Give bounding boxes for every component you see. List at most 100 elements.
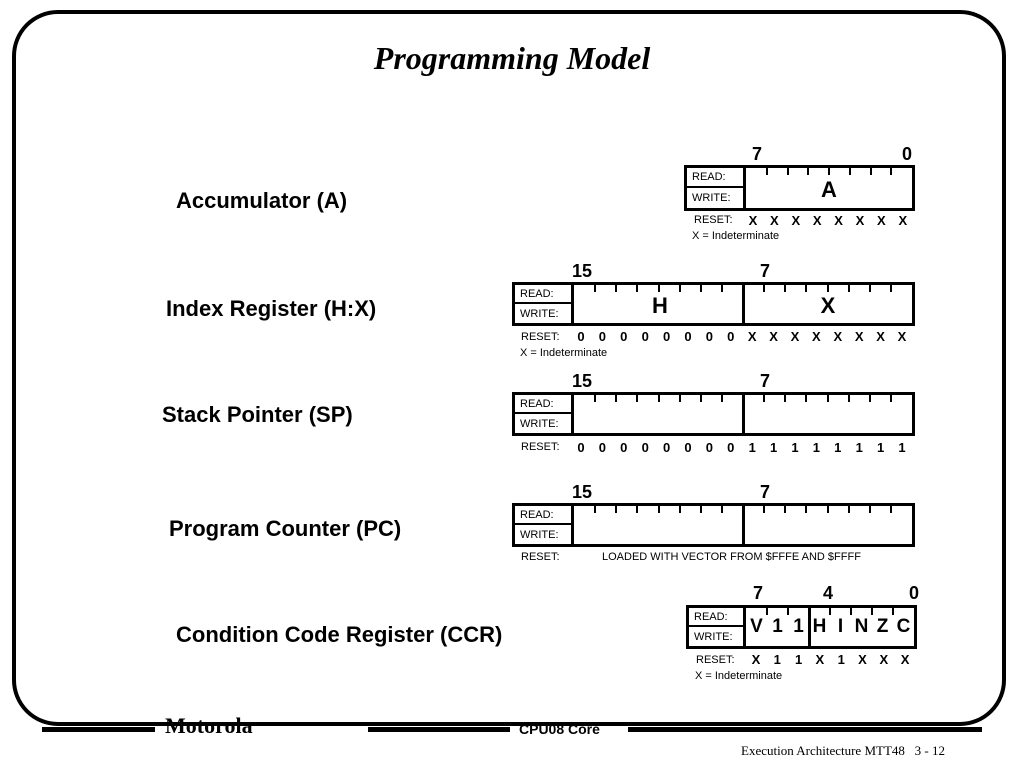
reset-value: X (815, 652, 825, 667)
bit-tick (869, 168, 872, 175)
ccr-flag: N (854, 616, 869, 637)
index-register-label: Index Register (H:X) (166, 296, 377, 321)
bit-tick (720, 285, 723, 292)
pc-reset-text: LOADED WITH VECTOR FROM $FFFE AND $FFFF (602, 551, 861, 563)
sp-register-box (571, 392, 915, 436)
reset-value: X (834, 213, 843, 228)
ccr-bit-4: 4 (822, 583, 834, 603)
reset-value: 1 (834, 440, 842, 455)
bit-tick (868, 395, 871, 402)
reset-value: 0 (641, 329, 649, 344)
bit-tick (847, 285, 850, 292)
bit-tick (657, 506, 660, 513)
footer-core: CPU08 Core (519, 721, 600, 737)
ccr-flag: 1 (772, 616, 783, 637)
bit-tick (594, 285, 597, 292)
reset-value: X (855, 213, 865, 228)
reset-value: 0 (662, 329, 671, 344)
reset-value: X (812, 213, 822, 228)
bit-tick (766, 608, 768, 615)
reset-value: 1 (769, 440, 778, 455)
reset-value: 0 (577, 329, 585, 344)
bit-tick (892, 608, 894, 615)
footer-bar-middle (368, 727, 510, 732)
bit-tick (890, 168, 893, 175)
bit-tick (720, 506, 723, 513)
bit-tick (636, 395, 639, 402)
register-divider (741, 506, 745, 544)
index-read-label: READ: (515, 285, 571, 304)
bit-tick (765, 168, 768, 175)
bit-tick (847, 506, 850, 513)
ccr-rw-box: READ: WRITE: (686, 605, 746, 649)
pc-bit-7: 7 (759, 482, 771, 502)
bit-tick (784, 506, 787, 513)
footer-page-number: 3 - 12 (914, 743, 945, 758)
bit-tick (786, 168, 789, 175)
reset-value: X (748, 213, 758, 228)
bit-tick (657, 395, 660, 402)
accumulator-write-label: WRITE: (692, 192, 731, 204)
bit-tick (636, 285, 639, 292)
bit-tick (805, 285, 808, 292)
reset-value: 1 (773, 652, 781, 667)
reset-value: X (900, 652, 910, 667)
reset-value: 0 (577, 440, 585, 455)
reset-value: X (833, 329, 843, 344)
ccr-write-label: WRITE: (694, 630, 733, 643)
pc-write-label: WRITE: (520, 528, 559, 541)
bit-tick (763, 395, 766, 402)
index-bit-15: 15 (571, 261, 593, 281)
index-bit-7: 7 (759, 261, 771, 281)
ccr-flag: V (750, 616, 763, 637)
bit-tick (889, 285, 892, 292)
index-indeterminate-note: X = Indeterminate (520, 347, 608, 359)
sp-bit-15: 15 (571, 371, 593, 391)
reset-value: X (747, 329, 757, 344)
reset-value: 1 (837, 652, 845, 667)
reset-value: X (858, 652, 867, 667)
reset-value: 0 (705, 329, 714, 344)
program-counter-label: Program Counter (PC) (169, 516, 402, 541)
reset-value: X (790, 329, 800, 344)
register-divider (741, 395, 745, 433)
bit-tick (826, 395, 829, 402)
accumulator-field-a: A (821, 177, 837, 202)
reset-value: X (897, 329, 907, 344)
sp-write-label: WRITE: (520, 417, 559, 430)
bit-tick (850, 608, 852, 615)
reset-value: X (898, 213, 908, 228)
stack-pointer-label: Stack Pointer (SP) (162, 402, 353, 427)
reset-value: 0 (598, 329, 607, 344)
accumulator-indeterminate-note: X = Indeterminate (692, 230, 780, 242)
reset-value: X (751, 652, 761, 667)
bit-tick (868, 506, 871, 513)
sp-read-label: READ: (515, 395, 571, 414)
bit-tick (615, 285, 618, 292)
reset-value: 1 (748, 440, 756, 455)
bit-tick (594, 506, 597, 513)
sp-rw-box: READ: WRITE: (512, 392, 574, 436)
reset-value: 0 (727, 329, 735, 344)
reset-value: X (770, 213, 779, 228)
accumulator-rw-box: READ: WRITE: (684, 165, 746, 211)
bit-tick (699, 395, 702, 402)
reset-value: X (854, 329, 864, 344)
reset-value: 1 (876, 440, 885, 455)
footer-motorola: Motorola (165, 713, 253, 738)
accumulator-bit-7: 7 (751, 144, 763, 164)
pc-register-box (571, 503, 915, 547)
bit-tick (847, 395, 850, 402)
bit-tick (868, 285, 871, 292)
index-field-x: X (820, 293, 836, 318)
bit-tick (848, 168, 851, 175)
bit-tick (805, 395, 808, 402)
reset-value: 0 (641, 440, 649, 455)
bit-tick (657, 285, 660, 292)
reset-value: 1 (898, 440, 906, 455)
pc-read-label: READ: (515, 506, 571, 525)
bit-tick (829, 608, 831, 615)
slide-frame (12, 10, 1006, 726)
